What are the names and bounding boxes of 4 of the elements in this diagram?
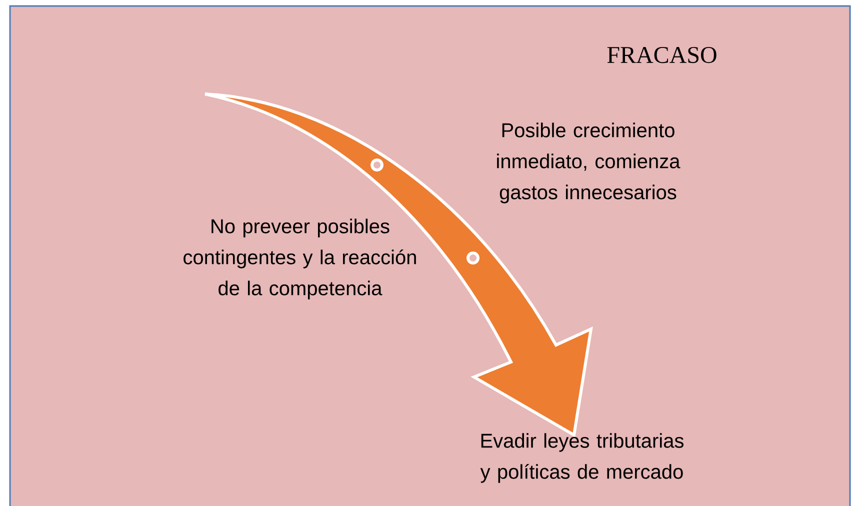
text-label: Evadir leyes tributarias y políticas de mercado [480,433,684,483]
text-label: Posible crecimiento inmediato, comienza gastos innecesarios [497,122,680,204]
text-label: No preveer posibles contingentes y la reacción de la competencia [184,218,416,300]
title: FRACASO [607,46,716,64]
